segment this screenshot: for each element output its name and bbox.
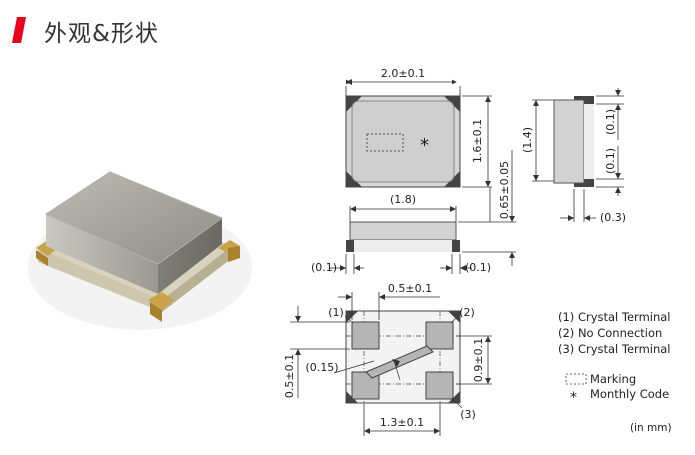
heading-accent-mark	[12, 17, 26, 43]
bottom-view	[290, 292, 492, 436]
page-title: 外观&形状	[44, 21, 159, 47]
side-thickness-dimension: 0.65±0.05	[498, 161, 511, 219]
vertical-pitch-dimension: 0.9±0.1	[472, 338, 485, 382]
terminal-label-3: (3)	[460, 408, 476, 421]
pad-height-dimension: 0.5±0.1	[283, 354, 296, 398]
side-top-dimension: (1.8)	[390, 193, 416, 206]
end-lower-dimension: (0.1)	[604, 148, 617, 174]
side-left-dimension: (0.1)	[311, 261, 337, 274]
pad-1	[351, 321, 380, 350]
top-width-dimension: 2.0±0.1	[381, 67, 425, 80]
pad-pitch-dimension: 0.5±0.1	[388, 282, 432, 295]
legend-monthly-symbol: *	[570, 390, 577, 406]
end-view	[532, 88, 624, 222]
monthly-code-mark: *	[420, 135, 429, 156]
crystal-package-photo	[28, 171, 252, 330]
marking-area-icon	[366, 133, 404, 152]
legend-monthly-code: Monthly Code	[590, 387, 669, 401]
end-depth-dimension: (0.3)	[600, 211, 626, 224]
legend-marking: Marking	[590, 372, 636, 386]
legend-item-1: (1) Crystal Terminal	[558, 310, 671, 324]
top-view: *	[345, 79, 492, 188]
terminal-label-2: (2)	[459, 306, 475, 319]
trace-width-dimension: (0.15)	[305, 361, 338, 374]
marking-legend-icon	[565, 373, 587, 385]
side-view	[330, 150, 516, 274]
legend-item-3: (3) Crystal Terminal	[558, 342, 671, 356]
legend: (1) Crystal Terminal (2) No Connection (…	[558, 310, 672, 434]
pad-3	[425, 371, 454, 400]
end-total-dimension: (1.4)	[521, 127, 534, 153]
legend-item-2: (2) No Connection	[558, 326, 662, 340]
terminal-label-1: (1)	[328, 306, 344, 319]
pad-2	[425, 321, 454, 350]
top-height-dimension: 1.6±0.1	[471, 119, 484, 163]
end-upper-dimension: (0.1)	[604, 109, 617, 135]
unit-note: (in mm)	[630, 422, 672, 434]
side-right-dimension: (0.1)	[465, 261, 491, 274]
horizontal-pitch-dimension: 1.3±0.1	[380, 416, 424, 429]
